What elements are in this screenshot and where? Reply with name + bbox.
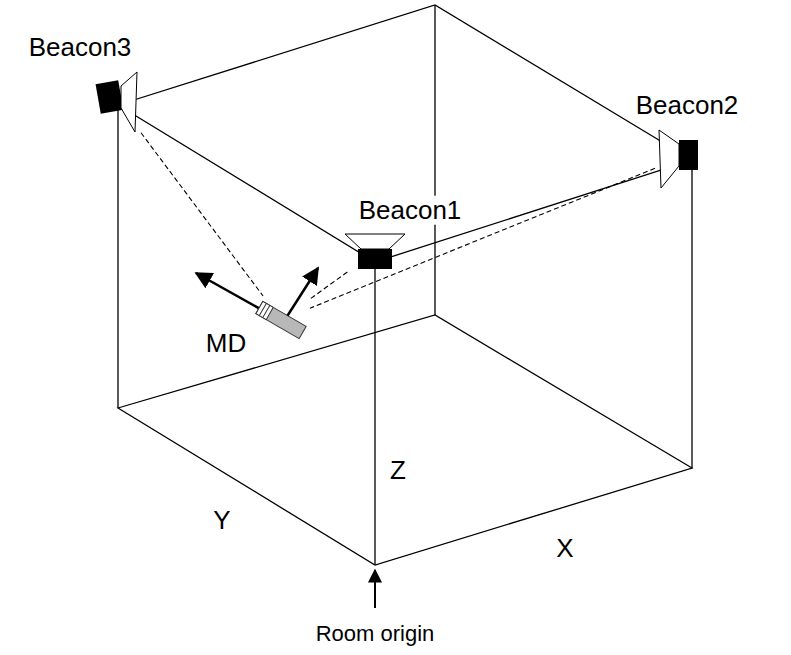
speaker-cone — [659, 130, 679, 188]
room-edge — [117, 105, 118, 408]
axis-label: X — [554, 534, 575, 563]
node-label: Beacon1 — [357, 196, 464, 225]
axis-label: Y — [211, 506, 232, 535]
origin-label: Room origin — [314, 622, 437, 646]
beacon-body — [679, 140, 698, 170]
origin-arrow — [374, 570, 376, 608]
node-icon — [655, 128, 701, 190]
room-edge — [691, 160, 692, 468]
room-edge — [434, 5, 435, 315]
beacon-node: Beacon3 — [95, 70, 141, 134]
speaker-cone — [345, 234, 405, 249]
signal-path — [141, 133, 263, 296]
beacon-body — [358, 249, 392, 269]
node-label: Beacon2 — [634, 91, 741, 120]
signal-path — [310, 168, 655, 308]
axis-label: Z — [388, 456, 408, 485]
orientation-arrow — [286, 268, 318, 318]
node-label: MD — [204, 329, 248, 358]
room-cube — [118, 5, 692, 565]
mobile-device-node: MD — [252, 296, 310, 344]
room-ceiling — [118, 5, 692, 262]
node-icon — [343, 232, 407, 272]
node-label: Beacon3 — [27, 33, 134, 62]
device-microphone — [256, 301, 273, 319]
beacon-body — [96, 80, 124, 114]
room-floor — [118, 315, 692, 565]
beacon-node: Beacon1 — [343, 232, 407, 272]
node-icon — [252, 296, 310, 344]
mobile-device — [256, 301, 306, 338]
orientation-arrow — [196, 273, 280, 320]
device-detail — [263, 305, 270, 317]
speaker-cone — [121, 72, 137, 132]
room-edge — [374, 262, 375, 565]
node-icon — [95, 70, 141, 134]
beacon-node: Beacon2 — [655, 128, 701, 190]
signal-path — [310, 272, 347, 299]
